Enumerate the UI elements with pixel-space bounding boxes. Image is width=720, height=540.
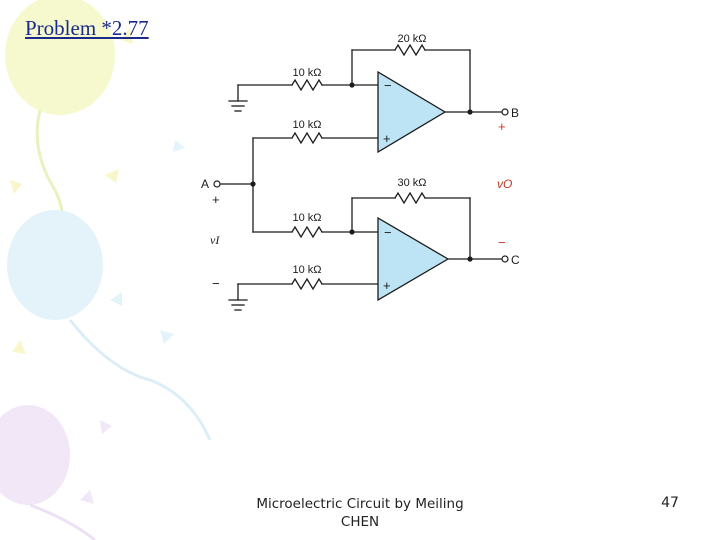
balloon-decoration bbox=[0, 0, 212, 540]
confetti bbox=[80, 490, 94, 504]
node-c-label: C bbox=[511, 253, 520, 267]
label-r-top-neg: 10 kΩ bbox=[292, 67, 321, 79]
resistor-bottom-pos bbox=[291, 277, 323, 291]
label-r-feedback-bottom: 30 kΩ bbox=[397, 177, 426, 189]
confetti bbox=[12, 340, 26, 354]
junction-dot bbox=[467, 256, 473, 262]
label-r-bottom-pos: 10 kΩ bbox=[292, 264, 321, 276]
resistor-feedback-bottom bbox=[394, 191, 426, 205]
confetti bbox=[160, 330, 174, 344]
terminal-c bbox=[501, 255, 509, 263]
blue-balloon bbox=[7, 210, 103, 320]
junction-dot bbox=[250, 181, 256, 187]
terminal-b bbox=[501, 108, 509, 116]
confetti bbox=[173, 140, 185, 152]
yellow-balloon bbox=[5, 0, 115, 115]
confetti bbox=[10, 180, 22, 194]
output-voltage-label: vO bbox=[497, 177, 512, 191]
resistor-top-pos bbox=[291, 131, 323, 145]
junction-dot bbox=[467, 109, 473, 115]
opamp-bottom bbox=[377, 216, 450, 302]
opamp-top-plus: + bbox=[383, 131, 391, 146]
confetti bbox=[120, 28, 133, 44]
resistor-top-neg bbox=[291, 78, 323, 92]
balloon-string bbox=[68, 319, 212, 441]
input-plus-sign: + bbox=[212, 192, 220, 207]
terminal-a bbox=[213, 180, 221, 188]
resistor-feedback-top bbox=[394, 43, 426, 57]
circuit-diagram: 20 kΩ 10 kΩ 10 kΩ 30 kΩ 10 kΩ 10 kΩ − + … bbox=[201, 33, 520, 311]
page-number: 47 bbox=[661, 495, 679, 511]
input-voltage-label: vI bbox=[210, 233, 220, 247]
confetti bbox=[110, 292, 122, 306]
node-a-label: A bbox=[201, 177, 209, 191]
confetti bbox=[100, 420, 112, 434]
resistor-bottom-neg bbox=[291, 225, 323, 239]
node-b-label: B bbox=[511, 106, 519, 120]
opamp-bottom-minus: − bbox=[384, 225, 392, 240]
opamp-top bbox=[377, 70, 447, 154]
junction-dot bbox=[349, 82, 355, 88]
label-r-top-pos: 10 kΩ bbox=[292, 119, 321, 131]
balloon-string bbox=[29, 503, 96, 540]
confetti bbox=[105, 169, 119, 183]
junction-dot bbox=[349, 229, 355, 235]
input-minus-sign: − bbox=[212, 276, 220, 291]
opamp-bottom-plus: + bbox=[383, 278, 391, 293]
slide-title: Problem *2.77 bbox=[25, 16, 149, 40]
label-r-feedback-top: 20 kΩ bbox=[397, 33, 426, 45]
output-plus-sign: + bbox=[498, 119, 506, 134]
purple-balloon bbox=[0, 405, 70, 505]
opamp-top-minus: − bbox=[384, 78, 392, 93]
output-minus-sign: − bbox=[498, 235, 506, 250]
label-r-bottom-neg: 10 kΩ bbox=[292, 212, 321, 224]
footer-credit: Microelectric Circuit by Meiling CHEN bbox=[256, 496, 464, 530]
